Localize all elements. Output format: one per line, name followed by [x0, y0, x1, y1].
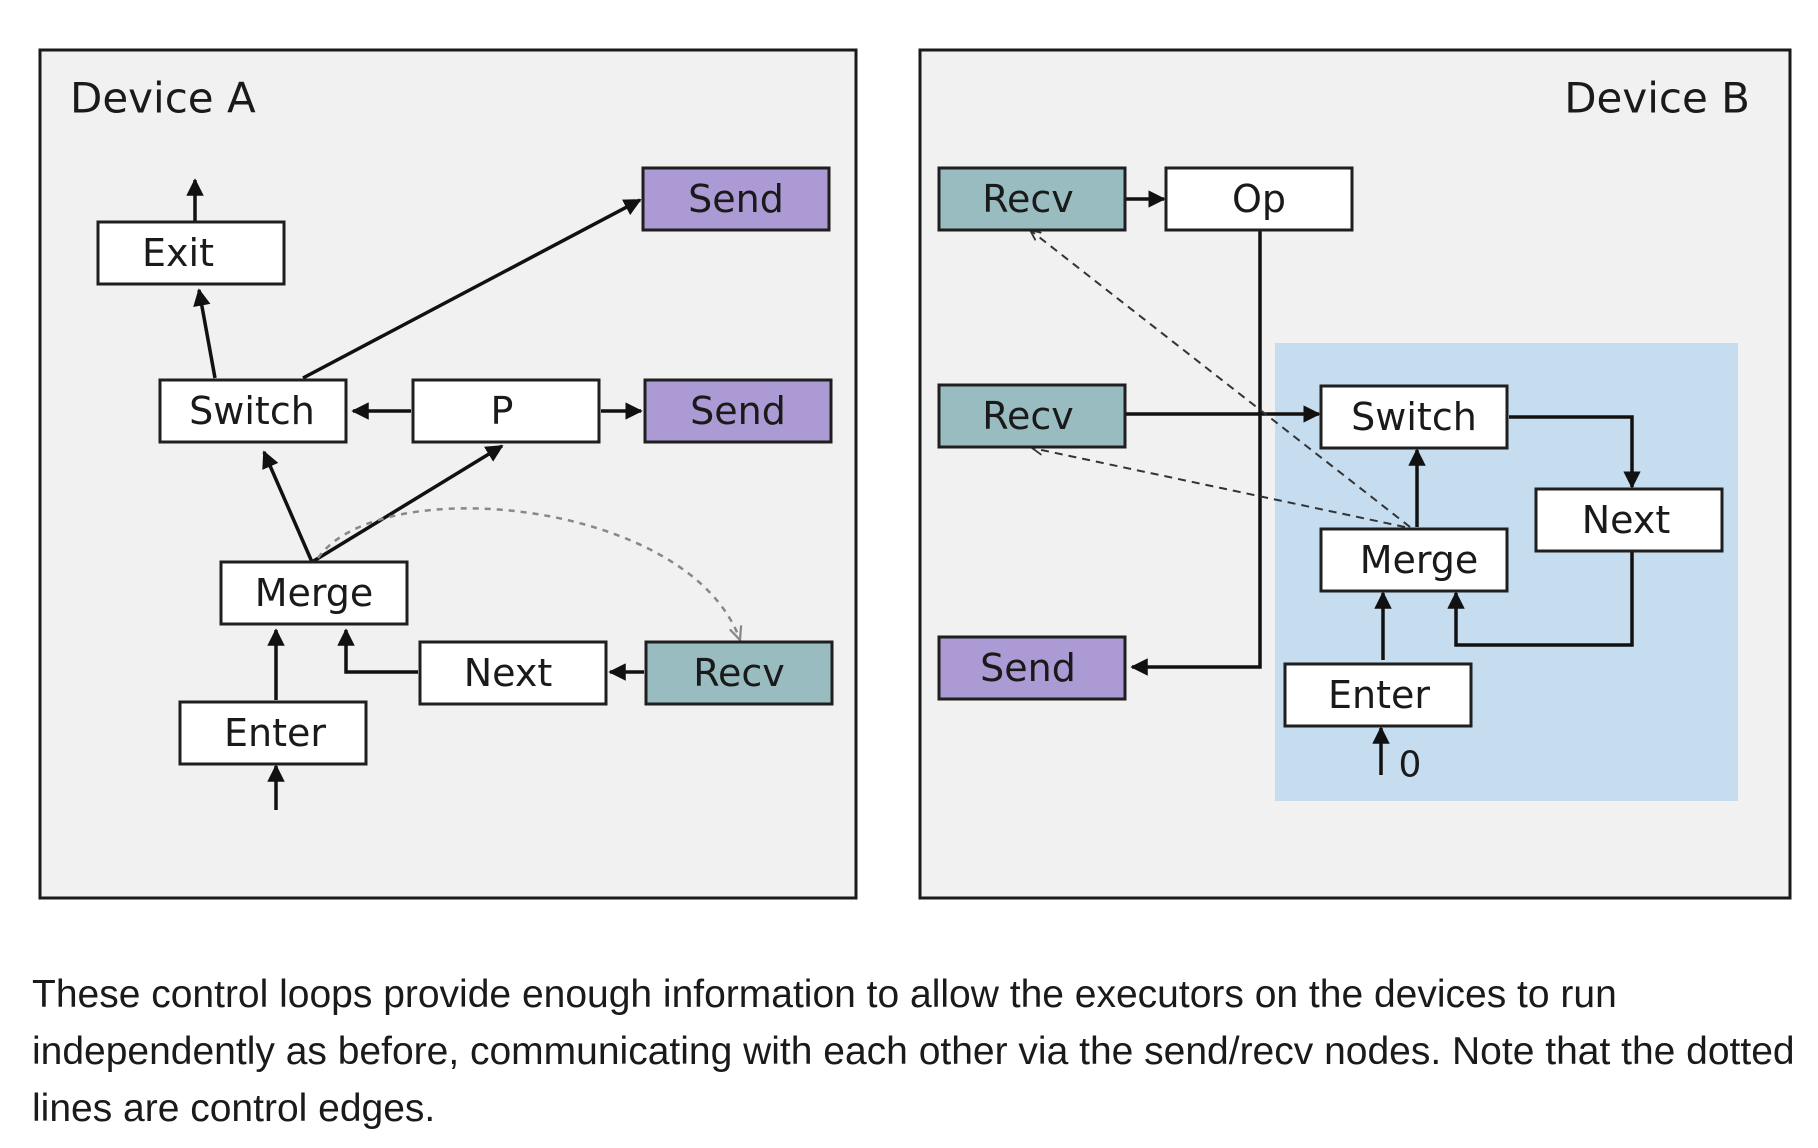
edge-next-merge	[1447, 550, 1634, 647]
svg-text:Send: Send	[688, 177, 784, 221]
edge-merge-p	[311, 444, 504, 564]
node-enter: Enter	[178, 700, 368, 766]
initial-value-label: 0	[1399, 745, 1422, 786]
device-a-title: Device A	[70, 74, 256, 123]
device-a-panel: Device A Send Exit Switch	[38, 48, 858, 900]
node-recv: Recv	[937, 166, 1127, 232]
device-b-panel: Device B 0 Recv Op Recv	[918, 48, 1792, 900]
svg-text:Switch: Switch	[189, 389, 315, 433]
node-enter: Enter	[1283, 662, 1473, 728]
node-send: Send	[937, 635, 1127, 701]
control-edge-merge-recv-mid	[1032, 448, 1406, 528]
figure-caption: These control loops provide enough infor…	[32, 973, 1795, 1130]
svg-text:Recv: Recv	[982, 177, 1073, 221]
svg-text:P: P	[491, 389, 514, 433]
device-b-edges	[1030, 190, 1641, 775]
device-diagram: Device A Send Exit Switch	[38, 48, 1792, 900]
edge-switch-next	[1509, 415, 1641, 489]
svg-text:Next: Next	[1582, 498, 1671, 542]
node-switch: Switch	[158, 378, 348, 444]
svg-text:Enter: Enter	[1328, 673, 1430, 717]
svg-text:Exit: Exit	[142, 231, 214, 275]
node-merge: Merge	[219, 560, 409, 626]
device-a-edges	[186, 178, 740, 810]
node-send: Send	[643, 378, 833, 444]
svg-text:Send: Send	[690, 389, 786, 433]
svg-text:Op: Op	[1232, 177, 1286, 221]
edge-merge-switch	[262, 450, 314, 563]
svg-text:Next: Next	[464, 651, 553, 695]
edge-op-send	[1130, 230, 1262, 676]
node-op: Op	[1164, 166, 1354, 232]
svg-text:Recv: Recv	[693, 651, 784, 695]
svg-text:Merge: Merge	[255, 571, 374, 615]
edge-switch-send	[302, 198, 642, 380]
node-exit: Exit	[96, 220, 286, 286]
node-merge: Merge	[1319, 527, 1509, 593]
control-edge-merge-recv	[316, 507, 740, 640]
node-next: Next	[418, 640, 608, 706]
device-b-title: Device B	[1564, 74, 1750, 123]
svg-text:Send: Send	[980, 646, 1076, 690]
node-switch: Switch	[1319, 384, 1509, 450]
svg-text:Enter: Enter	[224, 711, 326, 755]
node-recv: Recv	[644, 640, 834, 706]
node-send: Send	[641, 166, 831, 232]
node-next: Next	[1534, 487, 1724, 553]
control-edge-merge-recv-top	[1030, 230, 1411, 528]
node-recv: Recv	[937, 383, 1127, 449]
svg-text:Recv: Recv	[982, 394, 1073, 438]
svg-text:Merge: Merge	[1360, 538, 1479, 582]
edge-switch-exit	[193, 288, 217, 379]
svg-text:Switch: Switch	[1351, 395, 1477, 439]
edge-next-merge	[337, 628, 418, 674]
node-p: P	[411, 378, 601, 444]
